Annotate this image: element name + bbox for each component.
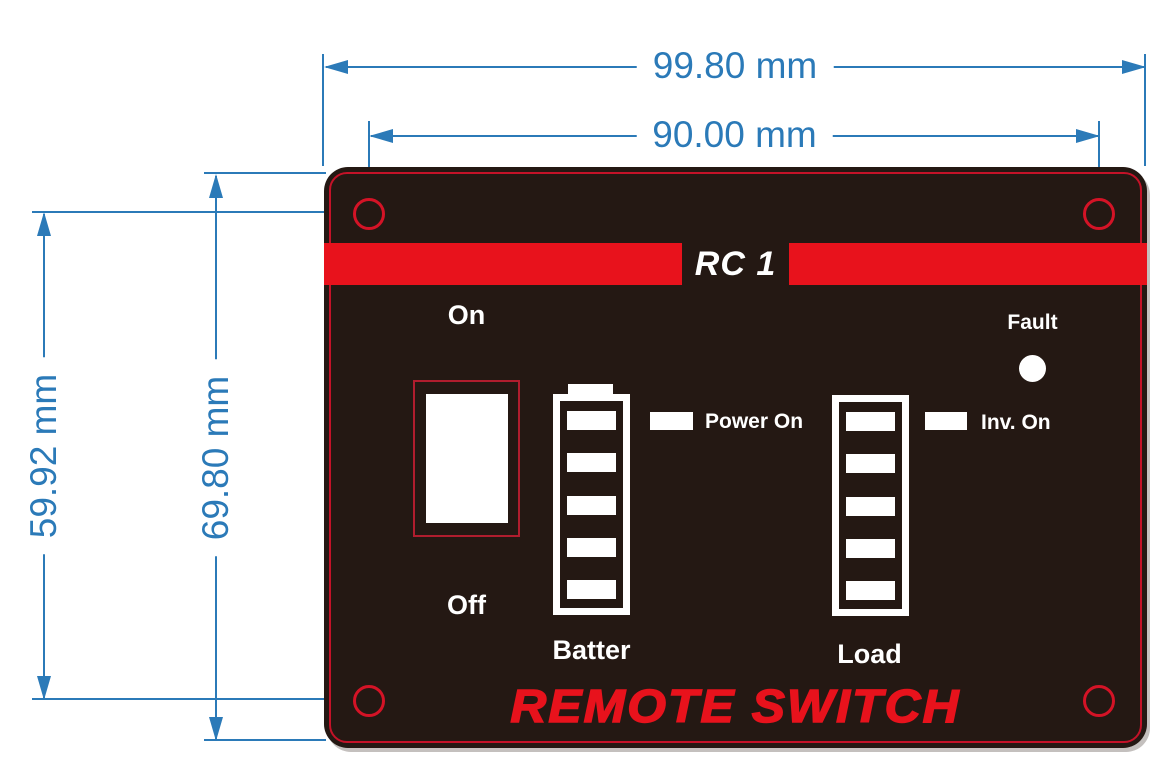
gauge-segment — [567, 453, 616, 473]
extension-line-left-edge — [322, 54, 324, 166]
gauge-segment — [846, 538, 895, 558]
dimension-label-outer-height: 69.80 mm — [195, 359, 237, 556]
switch-panel: RC 1 On Off Power On Batter Inv. On Load… — [324, 167, 1147, 748]
battery-gauge-icon — [553, 394, 630, 615]
switch-knob — [426, 394, 508, 523]
inv-on-indicator — [925, 412, 967, 430]
arrow-left-icon — [324, 60, 348, 74]
power-on-label: Power On — [705, 410, 804, 433]
model-stripe: RC 1 — [324, 243, 1147, 285]
fault-led — [1019, 355, 1046, 382]
load-label: Load — [837, 639, 902, 669]
arrow-right-icon — [1122, 60, 1146, 74]
power-on-indicator — [650, 412, 693, 430]
arrow-up-icon — [209, 174, 223, 198]
mounting-hole-top-left — [353, 198, 385, 230]
inv-on-label: Inv. On — [981, 411, 1051, 434]
switch-on-label: On — [447, 300, 486, 330]
mounting-hole-bottom-right — [1083, 685, 1115, 717]
dimension-hole-spacing-width: 90.00 mm — [369, 114, 1100, 157]
gauge-segment — [846, 496, 895, 516]
extension-line-top-edge — [204, 172, 326, 174]
gauge-segment — [567, 495, 616, 515]
switch-off-label: Off — [447, 590, 486, 620]
arrow-right-icon — [1076, 129, 1100, 143]
load-gauge-icon — [832, 395, 909, 616]
gauge-segment — [846, 412, 895, 431]
dimension-outer-width: 99.80 mm — [324, 45, 1146, 88]
dimension-label-hole-spacing-height: 59.92 mm — [23, 357, 65, 555]
extension-line-right-hole — [1098, 121, 1100, 199]
extension-line-top-hole — [32, 211, 352, 213]
mounting-hole-top-right — [1083, 198, 1115, 230]
gauge-segment — [567, 580, 616, 599]
mounting-hole-bottom-left — [353, 685, 385, 717]
dimension-outer-height: 69.80 mm — [195, 174, 237, 741]
dimension-hole-spacing-height: 59.92 mm — [23, 212, 65, 700]
rocker-switch — [413, 380, 520, 537]
arrow-down-icon — [37, 676, 51, 700]
gauge-segment — [846, 454, 895, 474]
battery-label: Batter — [552, 635, 631, 665]
model-label: RC 1 — [694, 244, 777, 283]
extension-line-bottom-edge — [204, 739, 326, 741]
gauge-segment — [846, 581, 895, 600]
fault-label: Fault — [1007, 311, 1058, 334]
gauge-segment — [567, 537, 616, 557]
arrow-down-icon — [209, 717, 223, 741]
stripe-bar-left — [324, 243, 682, 285]
dimension-label-outer-width: 99.80 mm — [636, 45, 834, 88]
extension-line-bottom-hole — [32, 698, 352, 700]
arrow-up-icon — [37, 212, 51, 236]
stripe-bar-right — [789, 243, 1147, 285]
dimension-label-hole-spacing-width: 90.00 mm — [636, 114, 833, 157]
gauge-segment — [567, 411, 616, 430]
panel-title: REMOTE SWITCH — [510, 679, 961, 733]
battery-terminal — [568, 384, 613, 396]
arrow-left-icon — [369, 129, 393, 143]
extension-line-right-edge — [1144, 54, 1146, 166]
extension-line-left-hole — [368, 121, 370, 199]
